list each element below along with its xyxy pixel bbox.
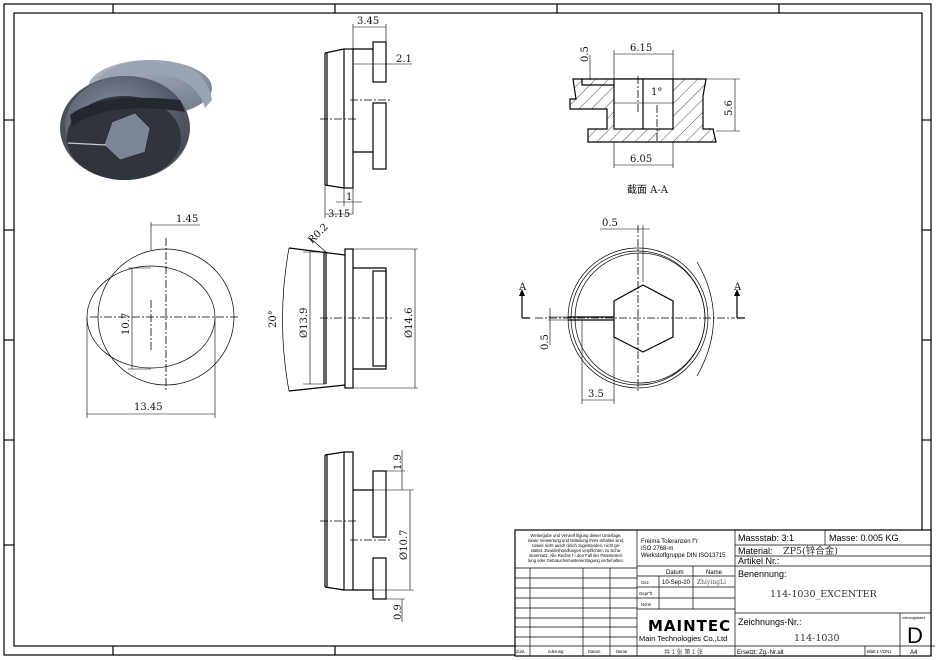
row-label-norm: Norm: [641, 602, 652, 607]
dim-10-7-left: 10.7: [121, 313, 132, 335]
tolerance-line: Werkstoffgruppe DIN ISO13715: [641, 553, 726, 559]
revision-state-label: nderungsstand: [902, 616, 925, 620]
front-view: R0.2 20° Ø13.9 Ø14.6: [268, 222, 418, 392]
dim-13-45: 13.45: [134, 402, 163, 413]
dim-5-6: 5.6: [724, 100, 735, 116]
zeichnung-value: 114-1030: [794, 633, 840, 644]
dim-6-05: 6.05: [630, 154, 652, 165]
notice-line: Weitergabe und Vervielf ltigung dieser U…: [531, 533, 622, 538]
material-value: ZP5(锌合金): [783, 545, 838, 557]
artikel-nr: Artikel Nr.:: [738, 556, 780, 566]
isometric-3d-view: [60, 60, 212, 180]
drawing-frame: [3, 3, 932, 656]
dim-1: 1: [346, 192, 352, 203]
dim-1-9: 1.9: [393, 454, 404, 470]
name-header: Name: [706, 570, 723, 576]
dim-dia-10-7: Ø10.7: [399, 530, 410, 560]
dim-1-degree: 1°: [651, 87, 662, 98]
dim-3-45: 3.45: [357, 16, 379, 27]
notice-line: lung oder Gebrauchsmustereintragung vorb…: [528, 558, 624, 563]
ersetzt: Ersetzt: Zg.-Nr.alt: [737, 650, 784, 656]
format: A4: [910, 650, 918, 656]
rev-header-aenderung: nderung: [548, 649, 564, 654]
dim-dia-14-6: Ø14.6: [404, 308, 415, 338]
side-view-top: 3.45 2.1 1 3.15: [320, 16, 412, 220]
tolerance-line: Freima Toleranzen f"r: [641, 539, 698, 545]
rev-header-zust: Zust.: [516, 649, 525, 654]
section-label: 截面 A-A: [627, 183, 669, 196]
dim-0-5-slot: 0.5: [540, 334, 551, 350]
section-mark-a-left: A: [518, 282, 527, 293]
row-label-geprueft: Gepr"ft: [639, 591, 653, 596]
rev-header-name: Name: [616, 649, 628, 654]
revision-state: D: [907, 623, 923, 648]
notice-line: sowie Verwertung und Mitteilung ihres In…: [528, 538, 624, 543]
zeichnung-label: Zeichnungs-Nr.:: [738, 617, 802, 627]
masse: Masse: 0.005 KG: [829, 533, 899, 543]
right-end-view: A A 0.5 0.5 3.5: [518, 218, 745, 404]
dim-3-15: 3.15: [328, 209, 350, 220]
left-end-view: 1.45 10.7 13.45: [86, 214, 240, 418]
notice-line: soweit nicht ausdr cklich zugestanden, n…: [532, 543, 621, 548]
maintec-logo: MAINTEC: [648, 617, 731, 635]
benennung-value: 114-1030_EXCENTER: [770, 589, 878, 600]
massstab: Massstab: 3:1: [738, 533, 794, 543]
dim-0-5-section: 0.5: [580, 46, 591, 62]
blatt: Blatt 1 VON1: [867, 649, 892, 654]
row-label-gez: Gez.: [641, 580, 650, 585]
section-a-a-view: 6.15 0.5 1° 5.6 6.05 截面 A-A: [569, 43, 740, 196]
datum-header: Datum: [666, 570, 684, 576]
section-mark-a-right: A: [733, 282, 742, 293]
dim-1-45: 1.45: [176, 214, 198, 225]
gez-datum: 10-Sep-20: [662, 580, 691, 586]
dim-r0-2: R0.2: [306, 222, 330, 246]
material-label: Material:: [738, 546, 773, 556]
company-name: Main Technologies Co.,Ltd: [639, 634, 727, 643]
dim-0-5-top: 0.5: [602, 218, 618, 229]
dim-3-5: 3.5: [588, 389, 604, 400]
notice-line: stattet. Zuwiderhandlungen verpflichten …: [531, 548, 622, 553]
notice-line: denersatz. Alle Rechte f r den Fall der …: [529, 553, 623, 558]
tolerance-line: ISO 2768-m: [641, 546, 673, 552]
sheet-count: 共 1 张 第 1 张: [664, 648, 703, 656]
dim-6-15: 6.15: [630, 43, 652, 54]
title-block: Weitergabe und Vervielf ltigung dieser U…: [514, 529, 935, 657]
side-view-bottom: 1.9 Ø10.7 0.9: [320, 450, 414, 622]
dim-20-degree: 20°: [268, 310, 279, 328]
benennung-label: Benennung:: [738, 569, 787, 579]
gez-name: ZhiyingLi: [697, 579, 726, 586]
dim-2-1: 2.1: [396, 54, 412, 65]
dim-dia-13-9: Ø13.9: [299, 308, 310, 338]
dim-0-9: 0.9: [393, 604, 404, 620]
rev-header-datum: Datum: [588, 649, 601, 654]
